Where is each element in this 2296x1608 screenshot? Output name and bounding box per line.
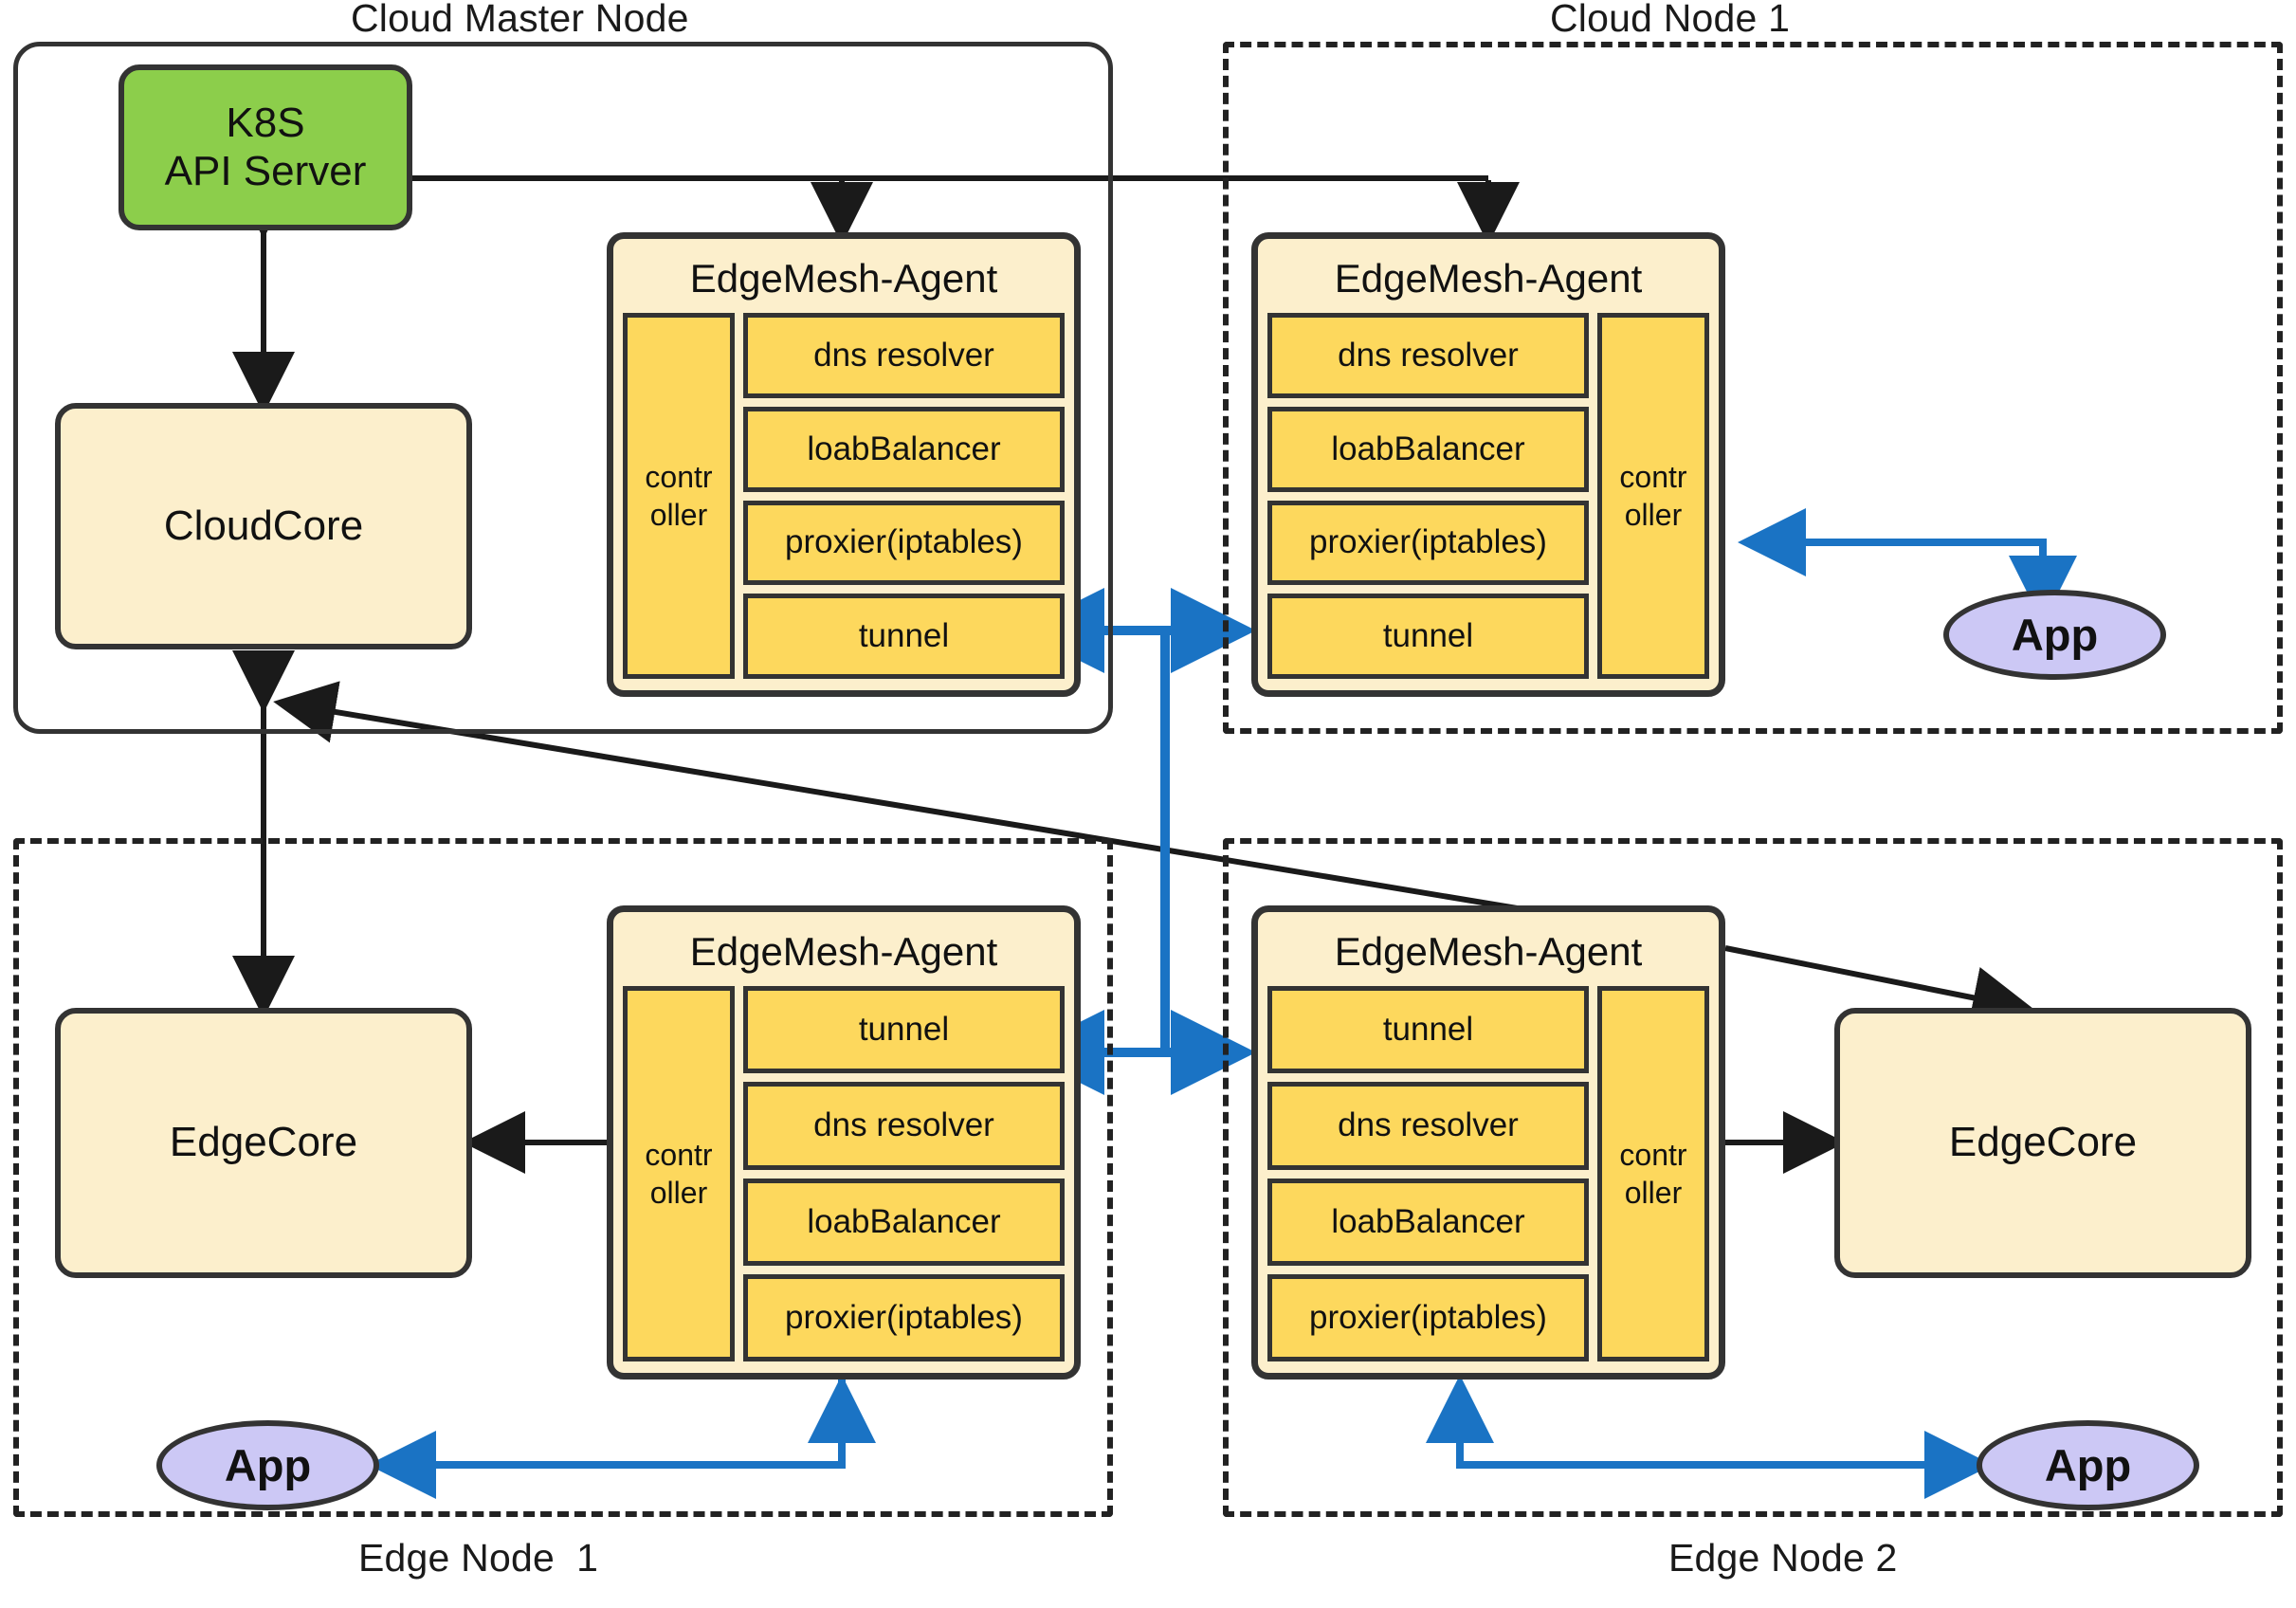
agent-module-dns-resolver[interactable]: dns resolver bbox=[743, 1082, 1065, 1170]
edgecore-1-box[interactable]: EdgeCore bbox=[55, 1008, 472, 1278]
agent-module-proxier[interactable]: proxier(iptables) bbox=[743, 500, 1065, 586]
agent-title-edge1: EdgeMesh-Agent bbox=[689, 929, 998, 974]
agent-module-proxier[interactable]: proxier(iptables) bbox=[743, 1273, 1065, 1361]
app-edge-node-2[interactable]: App bbox=[1977, 1420, 2199, 1510]
edgemesh-agent-edge1[interactable]: EdgeMesh-Agent contr oller tunnel dns re… bbox=[607, 905, 1081, 1380]
agent-module-dns-resolver[interactable]: dns resolver bbox=[1267, 313, 1589, 398]
label-edge-node-1: Edge Node 1 bbox=[358, 1536, 599, 1580]
agent-module-loadbalancer[interactable]: loabBalancer bbox=[1267, 1178, 1589, 1266]
agent-module-loadbalancer[interactable]: loabBalancer bbox=[743, 1178, 1065, 1266]
k8s-api-server-box[interactable]: K8S API Server bbox=[118, 64, 412, 230]
cloudcore-box[interactable]: CloudCore bbox=[55, 403, 472, 649]
agent-module-tunnel[interactable]: tunnel bbox=[1267, 594, 1589, 679]
agent-module-dns-resolver[interactable]: dns resolver bbox=[1267, 1082, 1589, 1170]
agent-controller-edge1[interactable]: contr oller bbox=[623, 986, 735, 1361]
label-edge-node-2: Edge Node 2 bbox=[1668, 1536, 1898, 1580]
group-cloud-master-node bbox=[13, 42, 1113, 734]
agent-controller-master[interactable]: contr oller bbox=[623, 313, 735, 679]
group-edge-node-1 bbox=[13, 838, 1113, 1517]
edgemesh-agent-cloud1[interactable]: EdgeMesh-Agent contr oller dns resolver … bbox=[1251, 232, 1725, 697]
agent-module-proxier[interactable]: proxier(iptables) bbox=[1267, 500, 1589, 586]
app-cloud1-label: App bbox=[2011, 610, 2099, 660]
edgecore-2-label: EdgeCore bbox=[1948, 1119, 2138, 1166]
agent-module-loadbalancer[interactable]: loabBalancer bbox=[743, 406, 1065, 492]
edgemesh-agent-master[interactable]: EdgeMesh-Agent contr oller dns resolver … bbox=[607, 232, 1081, 697]
agent-module-tunnel[interactable]: tunnel bbox=[743, 594, 1065, 679]
agent-module-dns-resolver[interactable]: dns resolver bbox=[743, 313, 1065, 398]
edgecore-2-box[interactable]: EdgeCore bbox=[1834, 1008, 2251, 1278]
label-cloud-master-node: Cloud Master Node bbox=[351, 0, 689, 40]
edgemesh-agent-edge2[interactable]: EdgeMesh-Agent contr oller tunnel dns re… bbox=[1251, 905, 1725, 1380]
agent-controller-cloud1[interactable]: contr oller bbox=[1597, 313, 1709, 679]
agent-controller-edge2[interactable]: contr oller bbox=[1597, 986, 1709, 1361]
agent-module-tunnel[interactable]: tunnel bbox=[1267, 986, 1589, 1074]
cloudcore-label: CloudCore bbox=[163, 502, 364, 549]
app-edge1-label: App bbox=[224, 1440, 312, 1490]
k8s-api-server-line2: API Server bbox=[164, 147, 367, 194]
group-edge-node-2 bbox=[1223, 838, 2283, 1517]
agent-module-proxier[interactable]: proxier(iptables) bbox=[1267, 1273, 1589, 1361]
agent-title-master: EdgeMesh-Agent bbox=[689, 256, 998, 301]
agent-title-cloud1: EdgeMesh-Agent bbox=[1334, 256, 1643, 301]
agent-module-loadbalancer[interactable]: loabBalancer bbox=[1267, 406, 1589, 492]
app-cloud-node-1[interactable]: App bbox=[1943, 590, 2166, 680]
app-edge-node-1[interactable]: App bbox=[156, 1420, 379, 1510]
edgecore-1-label: EdgeCore bbox=[169, 1119, 358, 1166]
app-edge2-label: App bbox=[2044, 1440, 2132, 1490]
label-cloud-node-1: Cloud Node 1 bbox=[1550, 0, 1791, 40]
k8s-api-server-line1: K8S bbox=[226, 99, 305, 146]
agent-title-edge2: EdgeMesh-Agent bbox=[1334, 929, 1643, 974]
group-cloud-node-1 bbox=[1223, 42, 2283, 734]
agent-module-tunnel[interactable]: tunnel bbox=[743, 986, 1065, 1074]
